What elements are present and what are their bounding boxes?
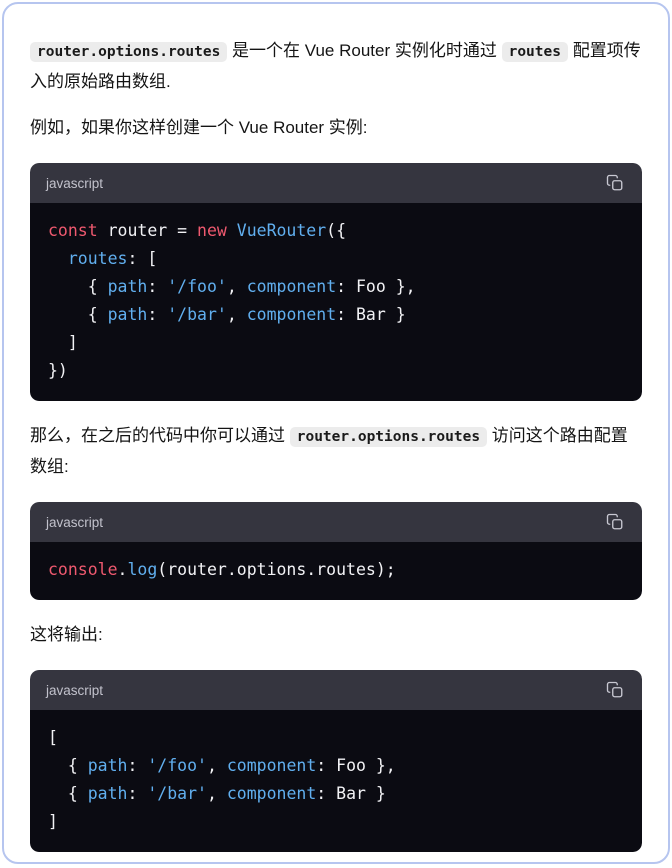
paragraph-text: 是一个在 Vue Router 实例化时通过	[227, 41, 502, 60]
copy-icon	[606, 174, 623, 191]
code-block-header: javascript	[30, 670, 642, 710]
copy-code-button[interactable]	[604, 511, 626, 533]
inline-code: router.options.routes	[30, 42, 228, 62]
copy-icon	[606, 513, 623, 530]
paragraph-text: 那么，在之后的代码中你可以通过	[30, 426, 290, 445]
paragraph-text: 访问这个路由配置数组:	[30, 426, 628, 476]
paragraph-text: 配置项传入的原始路由数组.	[30, 41, 641, 91]
code-block-2: javascript console.log(router.options.ro…	[30, 502, 642, 600]
code-content: console.log(router.options.routes);	[30, 542, 642, 600]
code-block-1: javascript const router = new VueRouter(…	[30, 163, 642, 401]
copy-code-button[interactable]	[604, 679, 626, 701]
inline-code: routes	[501, 42, 568, 62]
code-language-label: javascript	[46, 175, 104, 191]
copy-icon	[606, 681, 623, 698]
code-block-header: javascript	[30, 163, 642, 203]
code-language-label: javascript	[46, 514, 104, 530]
code-content: [ { path: '/foo', component: Foo }, { pa…	[30, 710, 642, 852]
code-block-3: javascript [ { path: '/foo', component: …	[30, 670, 642, 852]
paragraph-1: router.options.routes 是一个在 Vue Router 实例…	[30, 36, 642, 97]
copy-code-button[interactable]	[604, 172, 626, 194]
code-language-label: javascript	[46, 682, 104, 698]
paragraph-4: 这将输出:	[30, 625, 103, 644]
code-block-header: javascript	[30, 502, 642, 542]
paragraph-3: 那么，在之后的代码中你可以通过 router.options.routes 访问…	[30, 421, 642, 482]
message-content: router.options.routes 是一个在 Vue Router 实例…	[4, 4, 668, 852]
paragraph-2: 例如，如果你这样创建一个 Vue Router 实例:	[30, 118, 368, 137]
code-content: const router = new VueRouter({ routes: […	[30, 203, 642, 401]
inline-code: router.options.routes	[289, 427, 488, 447]
